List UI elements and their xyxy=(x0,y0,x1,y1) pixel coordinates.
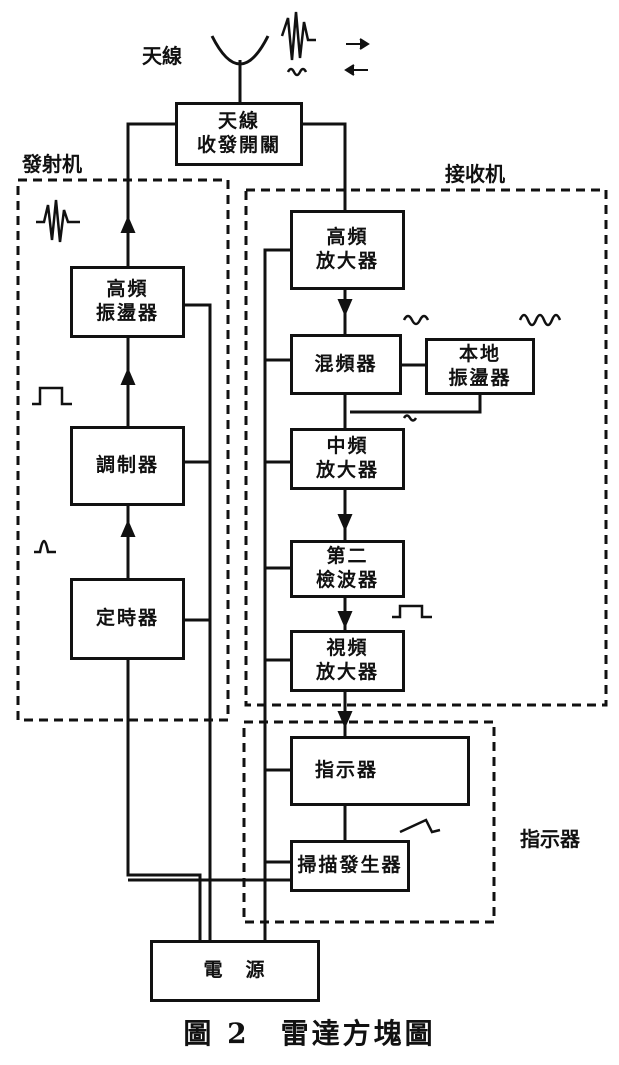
timer-block: 定時器 xyxy=(70,578,185,660)
block-line: 電 源 xyxy=(203,959,267,982)
display-block: 指示器 xyxy=(290,736,470,806)
block-line: 放大器 xyxy=(315,459,379,481)
power-bus-left xyxy=(185,303,212,940)
arrow-out-icon xyxy=(346,38,370,50)
video-amplifier-block: 視頻 放大器 xyxy=(290,630,405,692)
rf-oscillator-block: 高頻 振盪器 xyxy=(70,266,185,338)
block-line: 放大器 xyxy=(315,250,379,272)
block-line: 高頻 xyxy=(326,226,369,249)
mixer-block: 混頻器 xyxy=(290,334,402,395)
rf-signal-icon xyxy=(402,314,430,326)
receiver-label: 接收机 xyxy=(445,162,505,186)
trigger-pulse-icon xyxy=(34,539,56,554)
rf-pulse-icon xyxy=(280,11,316,61)
video-pulse-icon xyxy=(392,604,432,619)
block-line: 指示器 xyxy=(315,759,379,782)
block-line: 調制器 xyxy=(95,454,159,477)
block-line: 中頻 xyxy=(326,435,369,458)
block-line: 混頻器 xyxy=(314,352,378,375)
antenna-dish-icon xyxy=(210,35,270,66)
indicator-enclosure xyxy=(242,720,496,924)
modulator-block: 調制器 xyxy=(70,426,185,506)
if-signal-icon xyxy=(402,414,418,422)
transmit-line xyxy=(126,122,175,266)
rf-amplifier-block: 高頻 放大器 xyxy=(290,210,405,290)
tx-burst-icon xyxy=(36,199,80,243)
duplexer-block: 天線 收發開關 xyxy=(175,102,303,166)
power-supply-block: 電 源 xyxy=(150,940,320,1002)
figure-caption: 圖 2 雷達方塊圖 xyxy=(183,1017,436,1050)
sweep-icon xyxy=(399,818,441,834)
square-pulse-icon xyxy=(32,386,72,406)
transmitter-label: 發射机 xyxy=(22,152,82,176)
arrow-in-icon xyxy=(344,64,368,76)
block-line: 收發開關 xyxy=(196,134,281,156)
lo-signal-icon xyxy=(518,313,562,327)
block-line: 視頻 xyxy=(326,637,369,660)
receiver-enclosure xyxy=(244,188,608,707)
antenna-label: 天線 xyxy=(142,44,182,68)
echo-icon xyxy=(286,67,308,77)
block-line: 天線 xyxy=(217,110,260,133)
if-amplifier-block: 中頻 放大器 xyxy=(290,428,405,490)
block-line: 掃描發生器 xyxy=(297,854,403,877)
block-line: 定時器 xyxy=(95,607,159,630)
block-line: 檢波器 xyxy=(315,569,379,591)
block-line: 第二 xyxy=(326,545,369,568)
block-line: 振盪器 xyxy=(448,366,512,389)
block-line: 高頻 xyxy=(106,278,149,301)
block-line: 振盪器 xyxy=(95,302,159,324)
sweep-generator-block: 掃描發生器 xyxy=(290,840,410,892)
power-bus-right xyxy=(263,248,290,940)
block-line: 本地 xyxy=(458,342,501,365)
block-line: 放大器 xyxy=(315,661,379,683)
indicator-label: 指示器 xyxy=(520,827,580,851)
receive-line xyxy=(302,122,347,210)
transmitter-enclosure xyxy=(16,178,230,722)
local-oscillator-block: 本地 振盪器 xyxy=(425,338,535,395)
second-detector-block: 第二 檢波器 xyxy=(290,540,405,598)
